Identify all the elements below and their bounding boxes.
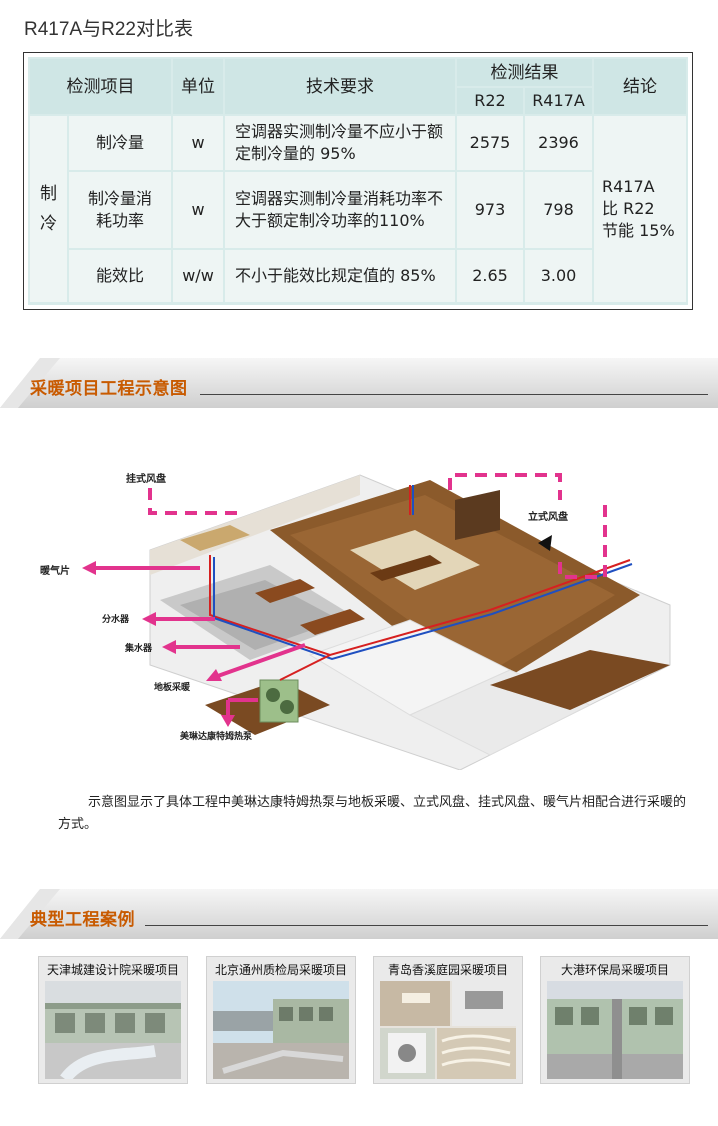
- row3-r22: 2.65: [457, 250, 523, 302]
- case-card[interactable]: 天津城建设计院采暖项目: [38, 956, 188, 1084]
- row3-unit: w/w: [173, 250, 223, 302]
- case-photo: [547, 981, 683, 1079]
- row2-r22: 973: [457, 172, 523, 248]
- header-conclusion: 结论: [594, 59, 686, 114]
- conclusion-cell: R417A 比 R22 节能 15%: [594, 116, 686, 302]
- label-water-collector: 集水器: [125, 644, 153, 654]
- case-photo: [213, 981, 349, 1079]
- house-illustration: [82, 473, 671, 771]
- section-title: 采暖项目工程示意图: [30, 379, 188, 399]
- section-header-cases: 典型工程案例: [0, 883, 718, 939]
- group-label-char-1: 制: [40, 184, 57, 204]
- label-radiator: 暖气片: [40, 566, 70, 577]
- row1-item: 制冷量: [69, 116, 171, 170]
- case-caption: 青岛香溪庭园采暖项目: [387, 963, 508, 977]
- case-photo: [380, 981, 516, 1079]
- section-rule: [200, 394, 708, 395]
- header-unit: 单位: [173, 59, 223, 114]
- row1-requirement: 空调器实测制冷量不应小于额定制冷量的 95%: [225, 116, 455, 170]
- case-caption: 北京通州质检局采暖项目: [214, 963, 347, 977]
- conclusion-line-3: 节能 15%: [602, 221, 675, 240]
- row3-r417a: 3.00: [525, 250, 592, 302]
- row3-item: 能效比: [69, 250, 171, 302]
- row2-item: 制冷量消耗功率: [69, 172, 171, 248]
- case-caption: 大港环保局采暖项目: [560, 963, 669, 977]
- header-requirement: 技术要求: [225, 59, 455, 114]
- row2-r417a: 798: [525, 172, 592, 248]
- case-card[interactable]: 大港环保局采暖项目: [540, 956, 690, 1084]
- group-label-char-2: 冷: [40, 214, 57, 234]
- comparison-table: 检测项目 单位 技术要求 检测结果 R22 R417A 结论 制 冷 制冷量 w…: [23, 52, 693, 310]
- label-water-divider: 分水器: [102, 615, 130, 625]
- conclusion-line-1: R417A: [602, 177, 655, 196]
- case-card[interactable]: 青岛香溪庭园采暖项目: [373, 956, 523, 1084]
- row2-unit: w: [173, 172, 223, 248]
- label-floor-heating: 地板采暖: [154, 683, 191, 693]
- case-caption: 天津城建设计院采暖项目: [46, 963, 179, 977]
- header-item: 检测项目: [30, 59, 171, 114]
- row3-requirement: 不小于能效比规定值的 85%: [225, 250, 455, 302]
- case-photo: [45, 981, 181, 1079]
- label-floor-fan: 立式风盘: [528, 512, 568, 523]
- row1-unit: w: [173, 116, 223, 170]
- group-label-cooling: 制 冷: [30, 116, 67, 302]
- section-rule: [145, 925, 708, 926]
- label-wall-fan: 挂式风盘: [126, 474, 166, 485]
- row1-r417a: 2396: [525, 116, 592, 170]
- section-title: 典型工程案例: [30, 910, 135, 930]
- conclusion-line-2: 比 R22: [602, 199, 655, 218]
- header-r22: R22: [457, 88, 523, 114]
- header-result: 检测结果: [457, 59, 592, 86]
- row1-r22: 2575: [457, 116, 523, 170]
- header-r417a: R417A: [525, 88, 592, 114]
- diagram-description: 示意图显示了具体工程中美琳达康特姆热泵与地板采暖、立式风盘、挂式风盘、暖气片相配…: [58, 795, 687, 832]
- case-card[interactable]: 北京通州质检局采暖项目: [206, 956, 356, 1084]
- label-heat-pump: 美琳达康特姆热泵: [180, 732, 253, 742]
- heating-diagram: 挂式风盘 立式风盘 暖气片 分水器 集水器 地板采暖 美琳达康特姆热泵: [30, 455, 700, 771]
- row2-requirement: 空调器实测制冷量消耗功率不大于额定制冷功率的110%: [225, 172, 455, 248]
- page-title: R417A与R22对比表: [24, 19, 193, 40]
- section-header-heating-diagram: 采暖项目工程示意图: [0, 352, 718, 408]
